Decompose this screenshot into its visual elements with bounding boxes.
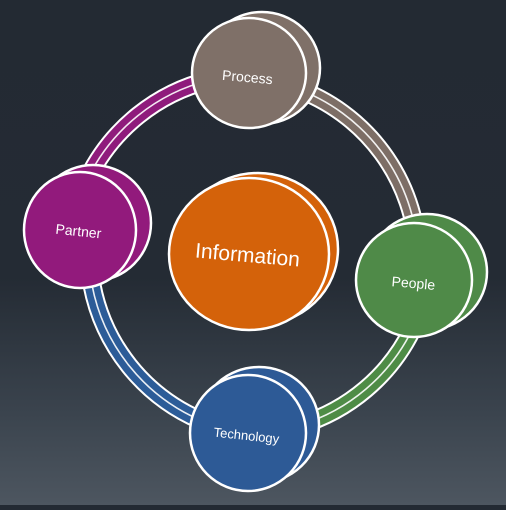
node-technology: Technology — [188, 365, 321, 493]
node-process: Process — [190, 10, 322, 130]
node-label-process: Process — [222, 67, 274, 87]
node-people: People — [354, 212, 489, 339]
arc-technology-partner — [82, 283, 204, 429]
center-node-information: Information — [167, 171, 340, 332]
ring — [79, 70, 428, 435]
arc-partner-process — [79, 70, 213, 183]
node-label-partner: Partner — [55, 221, 103, 242]
node-partner: Partner — [22, 163, 153, 290]
node-label-people: People — [391, 273, 436, 293]
node-label-technology: Technology — [213, 425, 280, 447]
